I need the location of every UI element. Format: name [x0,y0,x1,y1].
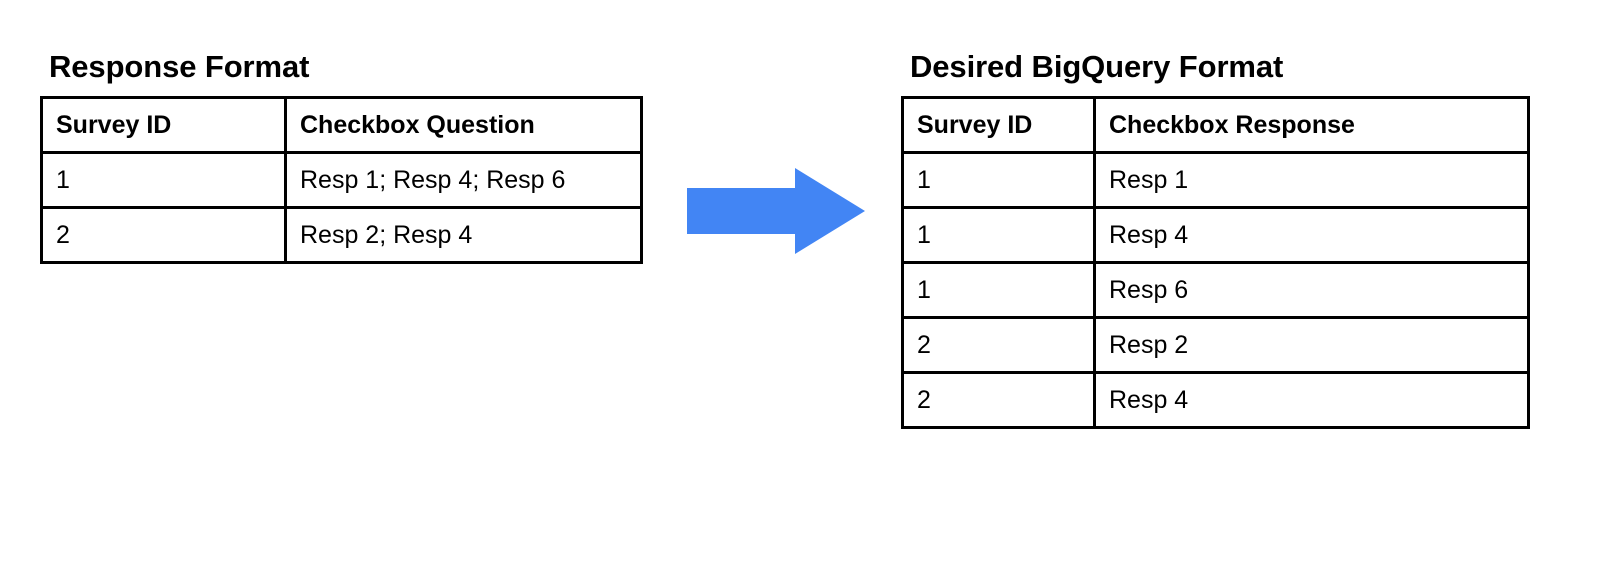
cell-checkbox-response: Resp 2 [1093,316,1530,374]
cell-survey-id: 1 [40,151,287,209]
column-header-survey-id: Survey ID [40,96,287,154]
response-format-panel: Response Format Survey ID Checkbox Quest… [40,48,643,264]
table-header-row: Survey ID Checkbox Question [40,96,643,154]
cell-checkbox-question: Resp 1; Resp 4; Resp 6 [284,151,643,209]
column-header-survey-id: Survey ID [901,96,1096,154]
cell-survey-id: 2 [901,316,1096,374]
cell-checkbox-response: Resp 1 [1093,151,1530,209]
cell-checkbox-response: Resp 6 [1093,261,1530,319]
cell-checkbox-question: Resp 2; Resp 4 [284,206,643,264]
cell-checkbox-response: Resp 4 [1093,206,1530,264]
bigquery-format-table: Survey ID Checkbox Response 1 Resp 1 1 R… [901,96,1530,429]
bigquery-format-panel: Desired BigQuery Format Survey ID Checkb… [901,48,1530,429]
cell-survey-id: 1 [901,151,1096,209]
cell-survey-id: 2 [901,371,1096,429]
column-header-checkbox-response: Checkbox Response [1093,96,1530,154]
table-row: 2 Resp 2; Resp 4 [40,206,643,264]
table-row: 1 Resp 1; Resp 4; Resp 6 [40,151,643,209]
cell-survey-id: 1 [901,261,1096,319]
response-format-title: Response Format [49,49,310,84]
response-format-table: Survey ID Checkbox Question 1 Resp 1; Re… [40,96,643,264]
cell-checkbox-response: Resp 4 [1093,371,1530,429]
table-row: 1 Resp 6 [901,261,1530,319]
table-row: 2 Resp 2 [901,316,1530,374]
cell-survey-id: 1 [901,206,1096,264]
cell-survey-id: 2 [40,206,287,264]
column-header-checkbox-question: Checkbox Question [284,96,643,154]
table-header-row: Survey ID Checkbox Response [901,96,1530,154]
table-row: 1 Resp 4 [901,206,1530,264]
bigquery-format-title: Desired BigQuery Format [910,49,1284,84]
table-row: 1 Resp 1 [901,151,1530,209]
arrow-right-icon [684,165,868,257]
table-row: 2 Resp 4 [901,371,1530,429]
